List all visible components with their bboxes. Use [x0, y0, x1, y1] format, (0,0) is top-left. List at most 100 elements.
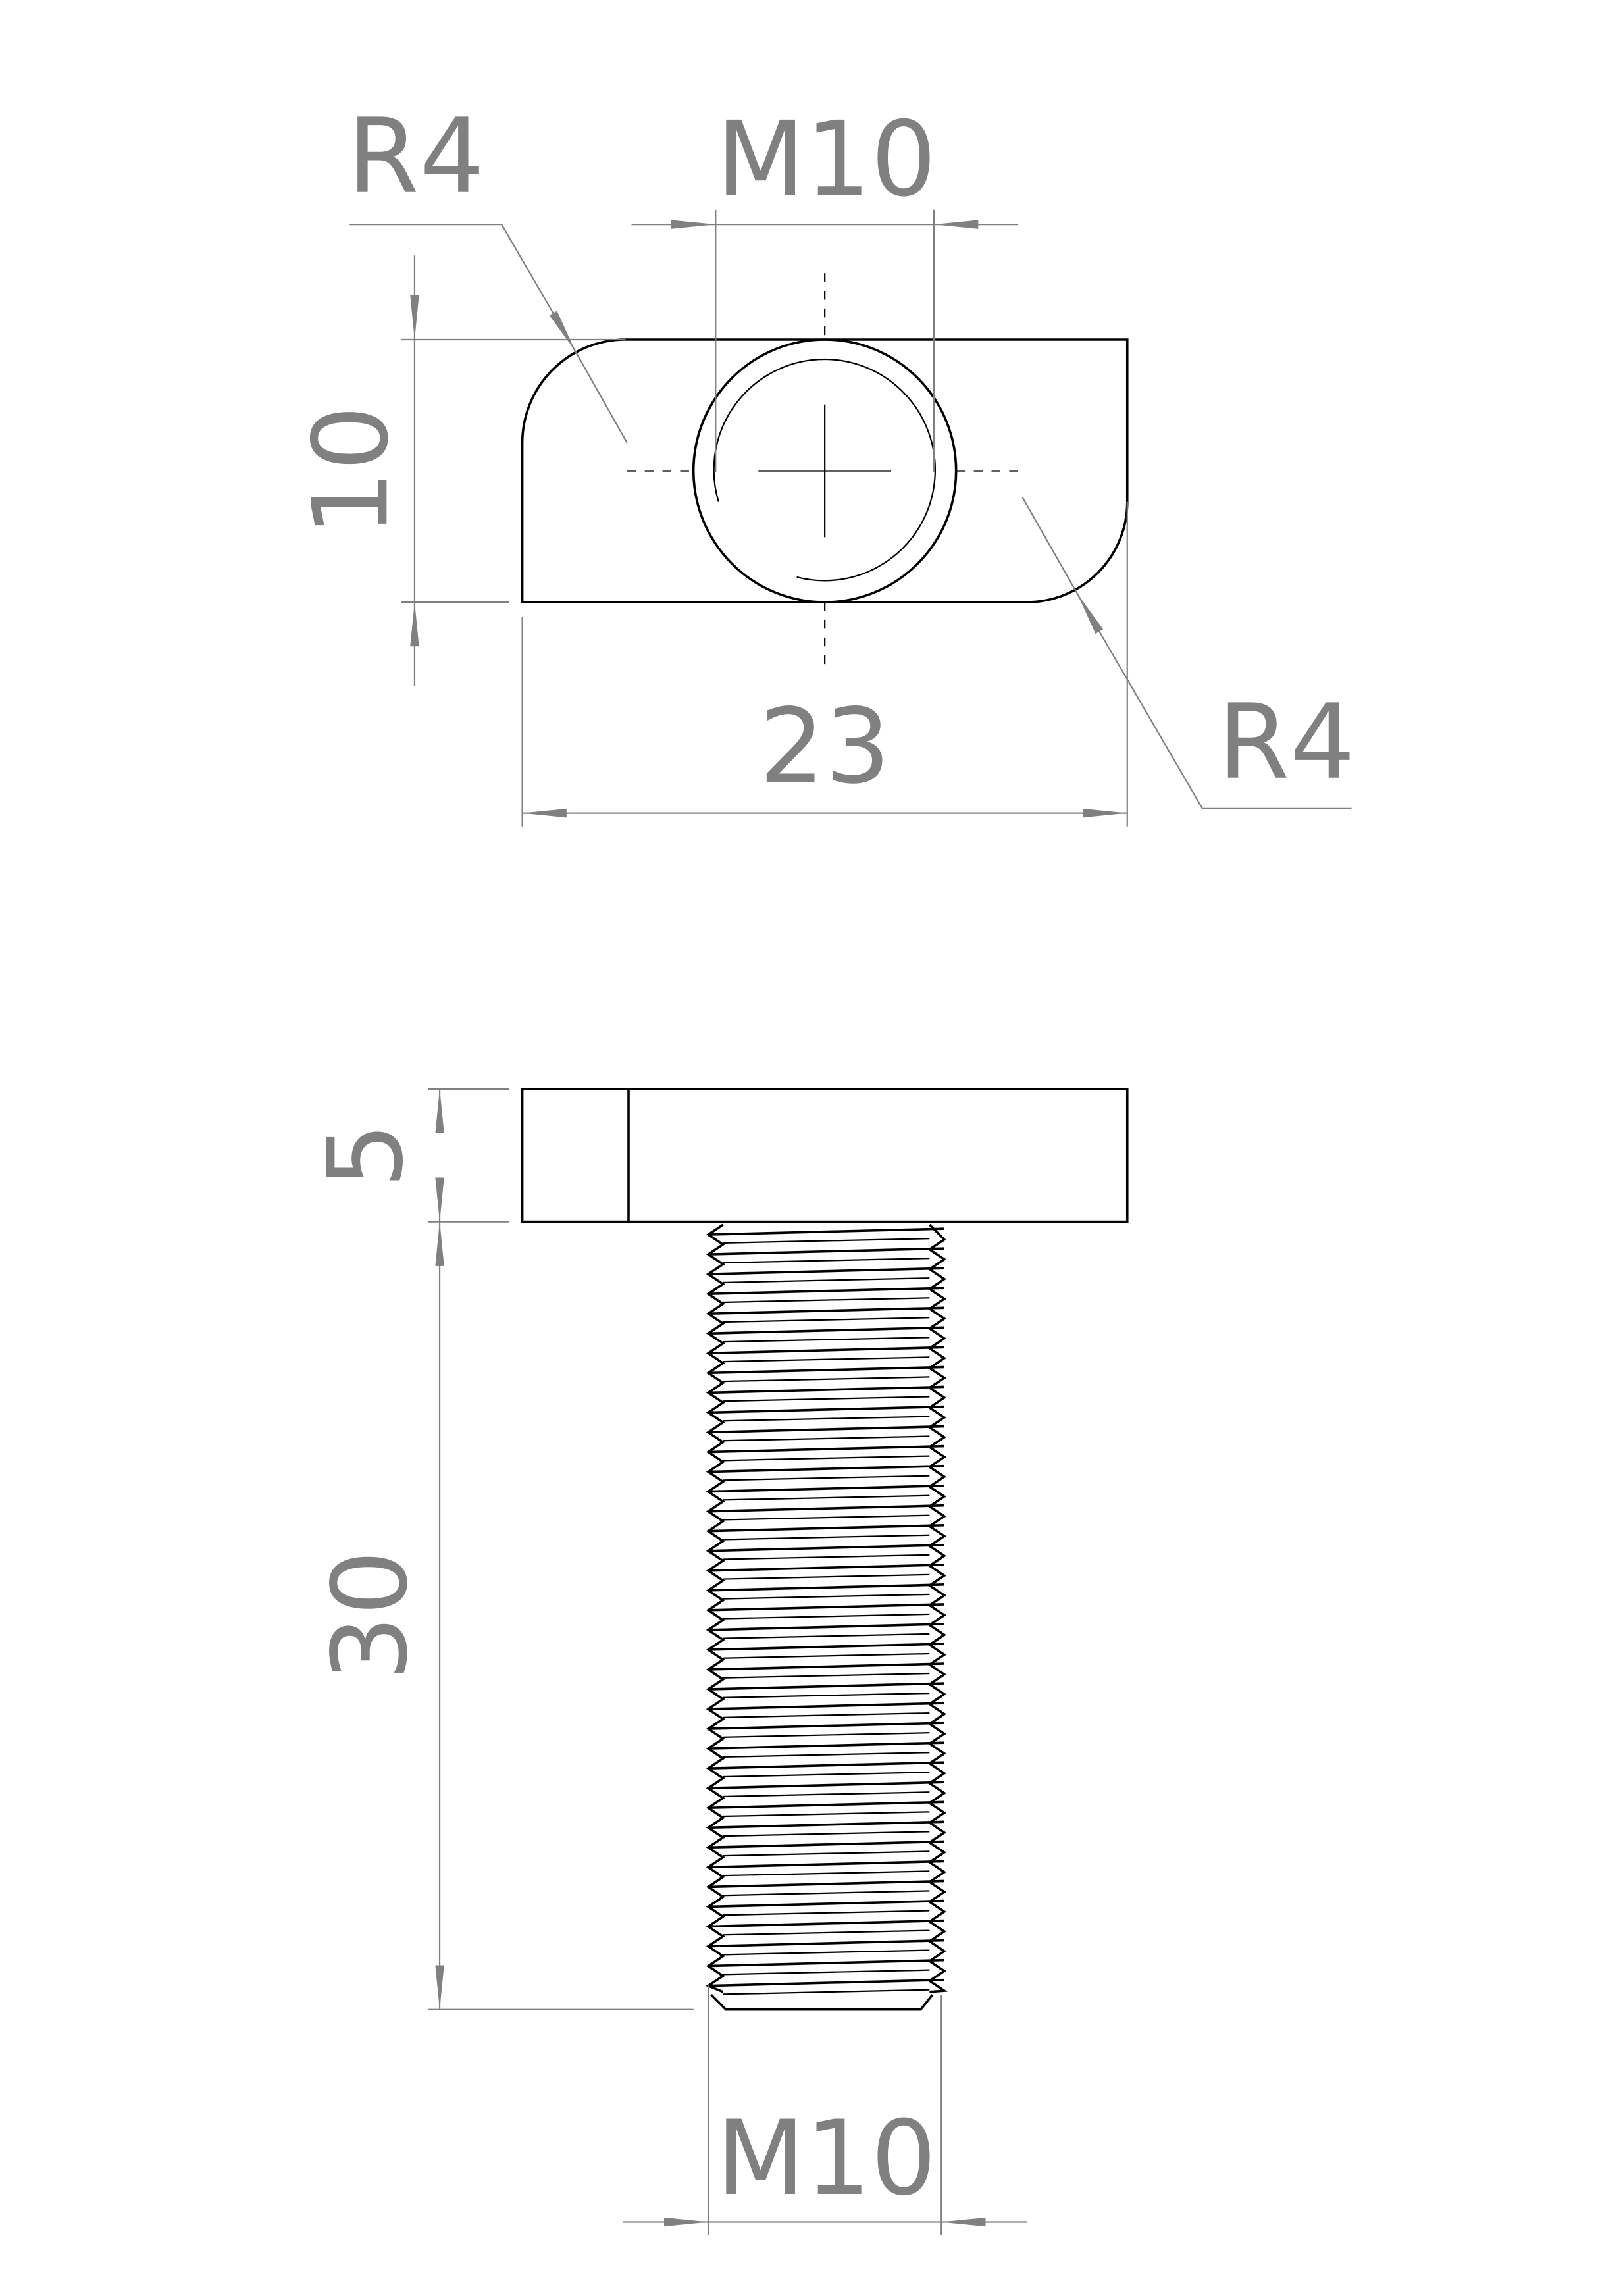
thread-crest — [708, 1425, 944, 1434]
thread-crest — [708, 1267, 944, 1275]
thread-root — [723, 1494, 930, 1501]
thread-root — [723, 1613, 930, 1620]
thread-crest — [708, 1504, 944, 1513]
thread-crest — [708, 1682, 944, 1691]
t-nut-outline — [521, 338, 1129, 603]
thread-profile-right — [927, 1223, 948, 1993]
thread-root — [723, 1317, 930, 1323]
thread-crest — [708, 1820, 944, 1829]
thread-crest — [708, 1564, 944, 1572]
thread-root — [723, 1593, 930, 1600]
thread-crest — [708, 1484, 944, 1493]
thread-root — [723, 1258, 930, 1264]
thread-root — [723, 1475, 930, 1481]
dimension-r4-left: R4 — [348, 97, 628, 444]
thread-crest — [708, 1583, 944, 1592]
thread-root — [723, 1356, 930, 1363]
thread-crest — [708, 1603, 944, 1612]
thread-root — [723, 1277, 930, 1284]
thread-root — [723, 1949, 930, 1956]
thread-crest — [708, 1444, 944, 1454]
dimension-head-5: 5 — [306, 1088, 509, 1223]
thread-root — [723, 1652, 930, 1659]
dimension-length-30: 30 — [311, 1221, 694, 2010]
dimension-height-10: 10 — [291, 255, 626, 686]
dimension-r4-right: R4 — [1021, 497, 1355, 810]
label-10: 10 — [291, 405, 411, 537]
thread-crest — [708, 1643, 944, 1651]
thread-root — [723, 1238, 930, 1244]
thread-root — [723, 1633, 930, 1639]
thread-crest — [708, 1306, 944, 1315]
thread-profile-left — [706, 1223, 725, 1993]
thread-crest — [708, 1722, 944, 1730]
label-23: 23 — [759, 687, 890, 807]
thread-crest — [708, 1543, 944, 1552]
thread-root — [723, 1752, 930, 1758]
dimension-m10-bottom: M10 — [623, 1984, 1027, 2235]
thread-root — [723, 1870, 930, 1877]
top-view: M10 R4 10 23 — [291, 97, 1355, 827]
thread-root — [723, 1297, 930, 1304]
thread-crest — [708, 1365, 944, 1375]
thread-crest — [708, 1523, 944, 1533]
thread-root — [723, 1554, 930, 1560]
thread-crest — [708, 1899, 944, 1908]
thread-root — [723, 1831, 930, 1837]
label-r4-left: R4 — [348, 97, 485, 217]
t-nut-head — [521, 1088, 1129, 1223]
thread-root — [723, 1435, 930, 1442]
thread-crest — [708, 1227, 944, 1236]
thread-root — [723, 1811, 930, 1818]
thread-root — [723, 1573, 930, 1580]
label-r4-right: R4 — [1218, 682, 1355, 803]
thread-crest — [708, 1464, 944, 1473]
thread-root — [723, 1989, 930, 1995]
thread-crest — [708, 1781, 944, 1790]
thread-root — [723, 1712, 930, 1718]
thread-crest — [708, 1840, 944, 1849]
thread-root — [723, 1772, 930, 1778]
thread-arc — [713, 358, 936, 582]
thread-crest — [708, 1623, 944, 1631]
thread-root — [723, 1672, 930, 1679]
thread-crest — [708, 1405, 944, 1414]
thread-root — [723, 1969, 930, 1976]
thread-crest — [708, 1939, 944, 1948]
thread-crest — [708, 1879, 944, 1889]
thread-root — [723, 1534, 930, 1541]
thread-crest — [708, 1919, 944, 1928]
thread-root — [723, 1337, 930, 1343]
thread-crest — [708, 1741, 944, 1750]
thread-crest — [708, 1860, 944, 1869]
label-5: 5 — [306, 1123, 426, 1188]
thread-root — [723, 1910, 930, 1916]
label-30: 30 — [311, 1550, 431, 1681]
side-view: 5 30 M10 — [306, 1088, 1129, 2235]
thread-crest — [708, 1978, 944, 1987]
thread-root — [723, 1850, 930, 1857]
thread-crest — [708, 1761, 944, 1770]
thread-root — [723, 1455, 930, 1462]
thread-crest — [708, 1800, 944, 1810]
thread-root — [723, 1514, 930, 1521]
thread-crest — [708, 1287, 944, 1296]
thread-crest — [708, 1326, 944, 1335]
thread-root — [723, 1692, 930, 1698]
threaded-shank — [706, 1223, 948, 1995]
thread-crest — [708, 1385, 944, 1394]
label-m10-top: M10 — [716, 99, 937, 220]
label-m10-bottom: M10 — [716, 2099, 937, 2219]
thread-crest — [708, 1662, 944, 1671]
thread-root — [723, 1416, 930, 1422]
thread-root — [723, 1929, 930, 1936]
thread-crest — [708, 1247, 944, 1256]
dimension-width-23: 23 — [521, 501, 1128, 827]
thread-crest — [708, 1958, 944, 1968]
thread-crest — [708, 1346, 944, 1355]
thread-crest — [708, 1702, 944, 1710]
thread-root — [723, 1396, 930, 1402]
dimension-m10-top: M10 — [631, 99, 1018, 472]
shank-chamfer-end — [710, 1994, 934, 2011]
